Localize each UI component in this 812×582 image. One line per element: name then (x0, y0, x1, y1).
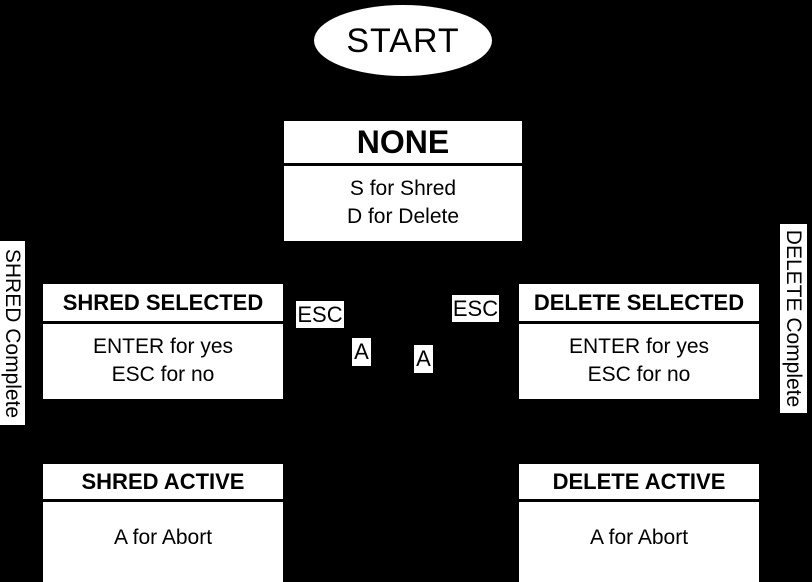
edge-label-abort-right: A (414, 345, 433, 373)
state-node-delete-active[interactable]: DELETE ACTIVE A for Abort (519, 464, 759, 582)
start-node[interactable]: START (314, 5, 492, 76)
state-none-title: NONE (356, 124, 450, 160)
state-delete-active-body: A for Abort (519, 502, 759, 582)
state-shred-active-title-bar: SHRED ACTIVE (43, 464, 283, 502)
edge-label-abort-left: A (352, 338, 371, 366)
state-none-title-bar: NONE (284, 121, 522, 166)
state-delete-active-title: DELETE ACTIVE (552, 468, 726, 494)
state-shred-selected-title-bar: SHRED SELECTED (43, 284, 283, 324)
state-node-shred-selected[interactable]: SHRED SELECTED ENTER for yes ESC for no (43, 284, 283, 399)
edge-label-esc-left: ESC (296, 301, 344, 328)
edge-label-shred-complete-text: SHRED Complete (1, 248, 25, 418)
state-none-line-1: S for Shred (349, 177, 457, 200)
state-shred-active-line-1: A for Abort (113, 526, 213, 549)
edge-label-delete-complete-text: DELETE Complete (782, 229, 805, 408)
state-shred-selected-line-2: ESC for no (111, 362, 215, 386)
state-shred-selected-body: ENTER for yes ESC for no (43, 324, 283, 399)
state-shred-active-title: SHRED ACTIVE (81, 468, 245, 494)
state-delete-selected-line-1: ENTER for yes (568, 335, 710, 358)
state-node-shred-active[interactable]: SHRED ACTIVE A for Abort (43, 464, 283, 582)
state-shred-selected-title: SHRED SELECTED (62, 289, 264, 315)
state-delete-active-title-bar: DELETE ACTIVE (519, 464, 759, 502)
state-node-delete-selected[interactable]: DELETE SELECTED ENTER for yes ESC for no (519, 284, 759, 399)
state-node-none[interactable]: NONE S for Shred D for Delete (284, 121, 522, 241)
start-node-label: START (346, 21, 460, 60)
state-delete-selected-body: ENTER for yes ESC for no (519, 324, 759, 399)
state-none-body: S for Shred D for Delete (284, 166, 522, 241)
edge-label-delete-complete: DELETE Complete (780, 224, 807, 413)
state-none-line-2: D for Delete (346, 204, 460, 228)
state-shred-active-body: A for Abort (43, 502, 283, 582)
edge-label-esc-right: ESC (452, 295, 499, 322)
state-delete-selected-line-2: ESC for no (587, 362, 691, 386)
state-delete-selected-title-bar: DELETE SELECTED (519, 284, 759, 324)
state-delete-selected-title: DELETE SELECTED (533, 289, 745, 315)
state-shred-selected-line-1: ENTER for yes (92, 335, 234, 358)
state-delete-active-line-1: A for Abort (589, 526, 689, 549)
edge-label-shred-complete: SHRED Complete (0, 241, 25, 425)
